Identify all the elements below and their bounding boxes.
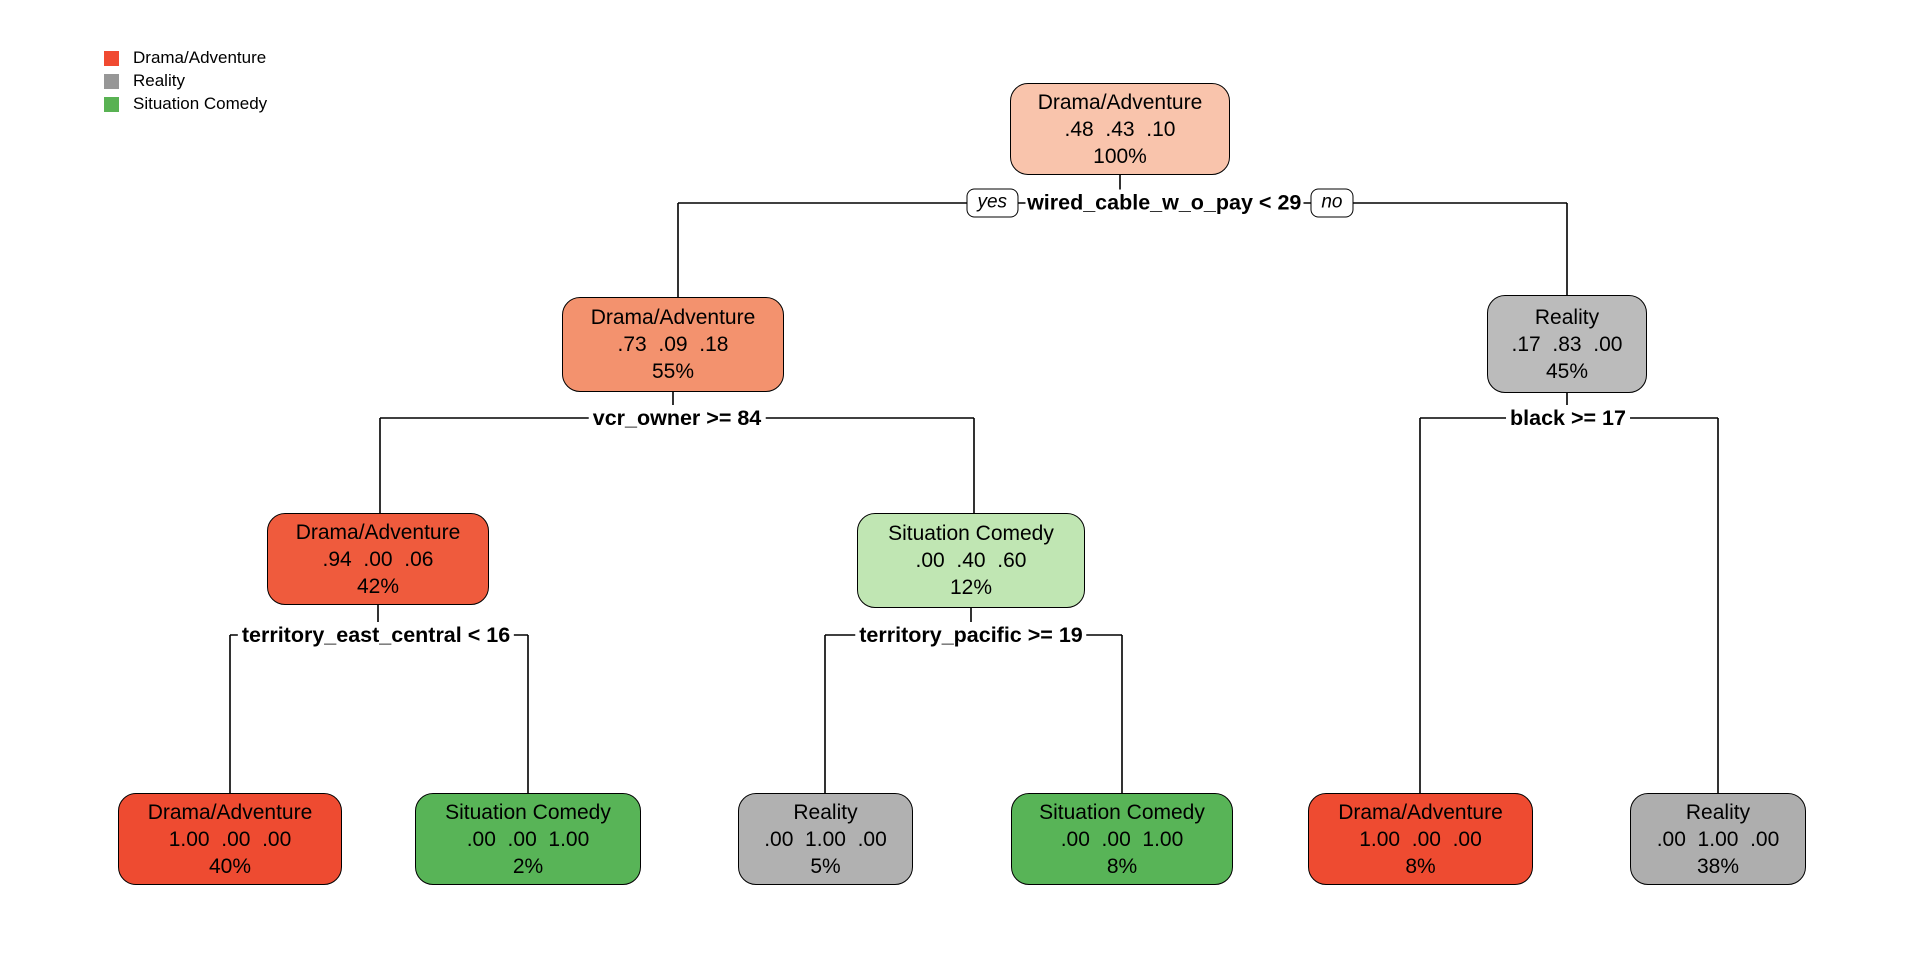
node-coverage: 55% bbox=[651, 360, 695, 383]
node-probabilities: .48 .43 .10 bbox=[1064, 117, 1176, 141]
node-coverage: 8% bbox=[1405, 854, 1436, 878]
tree-leaf-reality-5: Reality .00 1.00 .00 5% bbox=[738, 793, 913, 885]
node-class-label: Drama/Adventure bbox=[147, 800, 313, 824]
tree-leaf-drama-8: Drama/Adventure 1.00 .00 .00 8% bbox=[1308, 793, 1533, 885]
node-probabilities: .00 1.00 .00 bbox=[764, 827, 887, 851]
tree-node-left-right: Situation Comedy .00 .40 .60 12% bbox=[857, 513, 1085, 608]
node-class-label: Reality bbox=[1534, 305, 1600, 329]
node-class-label: Drama/Adventure bbox=[1037, 90, 1203, 114]
split-label-black: black >= 17 bbox=[1506, 405, 1630, 431]
split-label-territory-east-central: territory_east_central < 16 bbox=[237, 622, 515, 648]
node-probabilities: .00 1.00 .00 bbox=[1656, 827, 1780, 851]
split-label-root: yes wired_cable_w_o_pay < 29 no bbox=[966, 188, 1354, 218]
node-class-label: Situation Comedy bbox=[445, 800, 611, 824]
split-label-vcr-owner: vcr_owner >= 84 bbox=[588, 405, 766, 431]
node-class-label: Situation Comedy bbox=[888, 522, 1054, 545]
no-badge: no bbox=[1310, 188, 1354, 218]
node-coverage: 42% bbox=[356, 574, 400, 598]
node-class-label: Reality bbox=[793, 800, 858, 824]
legend-swatch-drama bbox=[104, 50, 119, 66]
node-probabilities: .73 .09 .18 bbox=[617, 333, 729, 356]
node-coverage: 45% bbox=[1545, 359, 1589, 383]
node-coverage: 38% bbox=[1696, 854, 1740, 878]
legend-label: Drama/Adventure bbox=[133, 48, 267, 67]
node-coverage: 40% bbox=[208, 854, 252, 878]
node-probabilities: .17 .83 .00 bbox=[1511, 332, 1623, 356]
legend-label: Situation Comedy bbox=[133, 94, 268, 113]
legend-item: Reality bbox=[104, 70, 267, 92]
node-class-label: Drama/Adventure bbox=[590, 306, 756, 329]
node-coverage: 2% bbox=[512, 854, 544, 878]
legend-swatch-reality bbox=[104, 73, 119, 89]
node-class-label: Reality bbox=[1685, 800, 1751, 824]
yes-badge: yes bbox=[966, 188, 1019, 218]
node-class-label: Situation Comedy bbox=[1039, 800, 1205, 824]
node-probabilities: .00 .40 .60 bbox=[915, 549, 1027, 572]
tree-node-left-left: Drama/Adventure .94 .00 .06 42% bbox=[267, 513, 489, 605]
node-class-label: Drama/Adventure bbox=[1338, 800, 1503, 824]
legend-item: Drama/Adventure bbox=[104, 47, 267, 69]
node-coverage: 5% bbox=[810, 854, 841, 878]
node-coverage: 12% bbox=[949, 576, 993, 599]
legend-swatch-sitcom bbox=[104, 96, 119, 112]
tree-node-root: Drama/Adventure .48 .43 .10 100% bbox=[1010, 83, 1230, 175]
node-coverage: 100% bbox=[1093, 144, 1147, 168]
node-class-label: Drama/Adventure bbox=[295, 520, 461, 544]
node-probabilities: .00 .00 1.00 bbox=[1060, 827, 1184, 851]
tree-leaf-sitcom-8: Situation Comedy .00 .00 1.00 8% bbox=[1011, 793, 1233, 885]
legend-label: Reality bbox=[133, 71, 185, 90]
node-coverage: 8% bbox=[1106, 854, 1138, 878]
split-condition: wired_cable_w_o_pay < 29 bbox=[1025, 189, 1304, 217]
node-probabilities: 1.00 .00 .00 bbox=[168, 827, 292, 851]
node-probabilities: .00 .00 1.00 bbox=[466, 827, 590, 851]
legend: Drama/Adventure Reality Situation Comedy bbox=[104, 47, 267, 116]
node-probabilities: 1.00 .00 .00 bbox=[1359, 827, 1482, 851]
tree-leaf-reality-38: Reality .00 1.00 .00 38% bbox=[1630, 793, 1806, 885]
split-label-territory-pacific: territory_pacific >= 19 bbox=[855, 622, 1087, 648]
legend-item: Situation Comedy bbox=[104, 93, 267, 115]
tree-node-right: Reality .17 .83 .00 45% bbox=[1487, 295, 1647, 393]
tree-leaf-drama-40: Drama/Adventure 1.00 .00 .00 40% bbox=[118, 793, 342, 885]
node-probabilities: .94 .00 .06 bbox=[322, 547, 434, 571]
tree-leaf-sitcom-2: Situation Comedy .00 .00 1.00 2% bbox=[415, 793, 641, 885]
tree-node-left: Drama/Adventure .73 .09 .18 55% bbox=[562, 297, 784, 392]
